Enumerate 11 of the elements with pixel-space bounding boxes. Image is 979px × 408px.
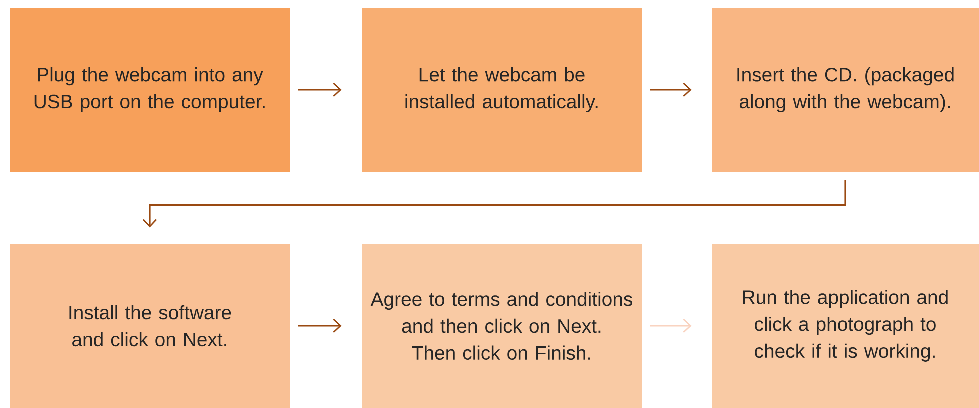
arrow bbox=[650, 82, 692, 98]
process-box: Plug the webcam into any USB port on the computer. bbox=[10, 8, 290, 172]
arrow bbox=[650, 318, 692, 334]
process-box: Agree to terms and conditions and then click on Next. Then click on Finish. bbox=[362, 244, 642, 408]
arrow bbox=[142, 180, 846, 228]
process-box: Let the webcam be installed automatically. bbox=[362, 8, 642, 172]
arrow bbox=[298, 318, 342, 334]
process-box: Run the application and click a photograph to check if it is working. bbox=[712, 244, 979, 408]
process-box: Install the software and click on Next. bbox=[10, 244, 290, 408]
arrow bbox=[298, 82, 342, 98]
process-box: Insert the CD. (packaged along with the webcam). bbox=[712, 8, 979, 172]
